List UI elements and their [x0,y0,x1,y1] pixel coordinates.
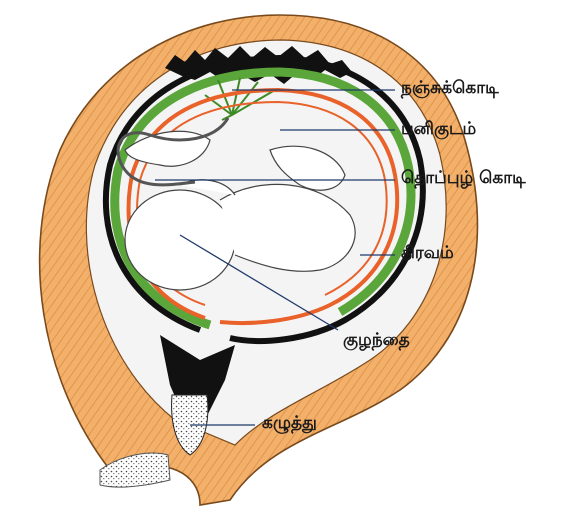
label-cervix: கழுத்து [262,413,317,435]
label-fetus: குழந்தை [343,330,410,352]
label-placenta: நஞ்சுக்கொடி [401,78,499,100]
label-umbilical-cord: தொப்புழ் கொடி [401,168,526,190]
label-fluid: திரவம் [401,243,454,265]
label-amnion: பனிகுடம் [401,119,476,141]
